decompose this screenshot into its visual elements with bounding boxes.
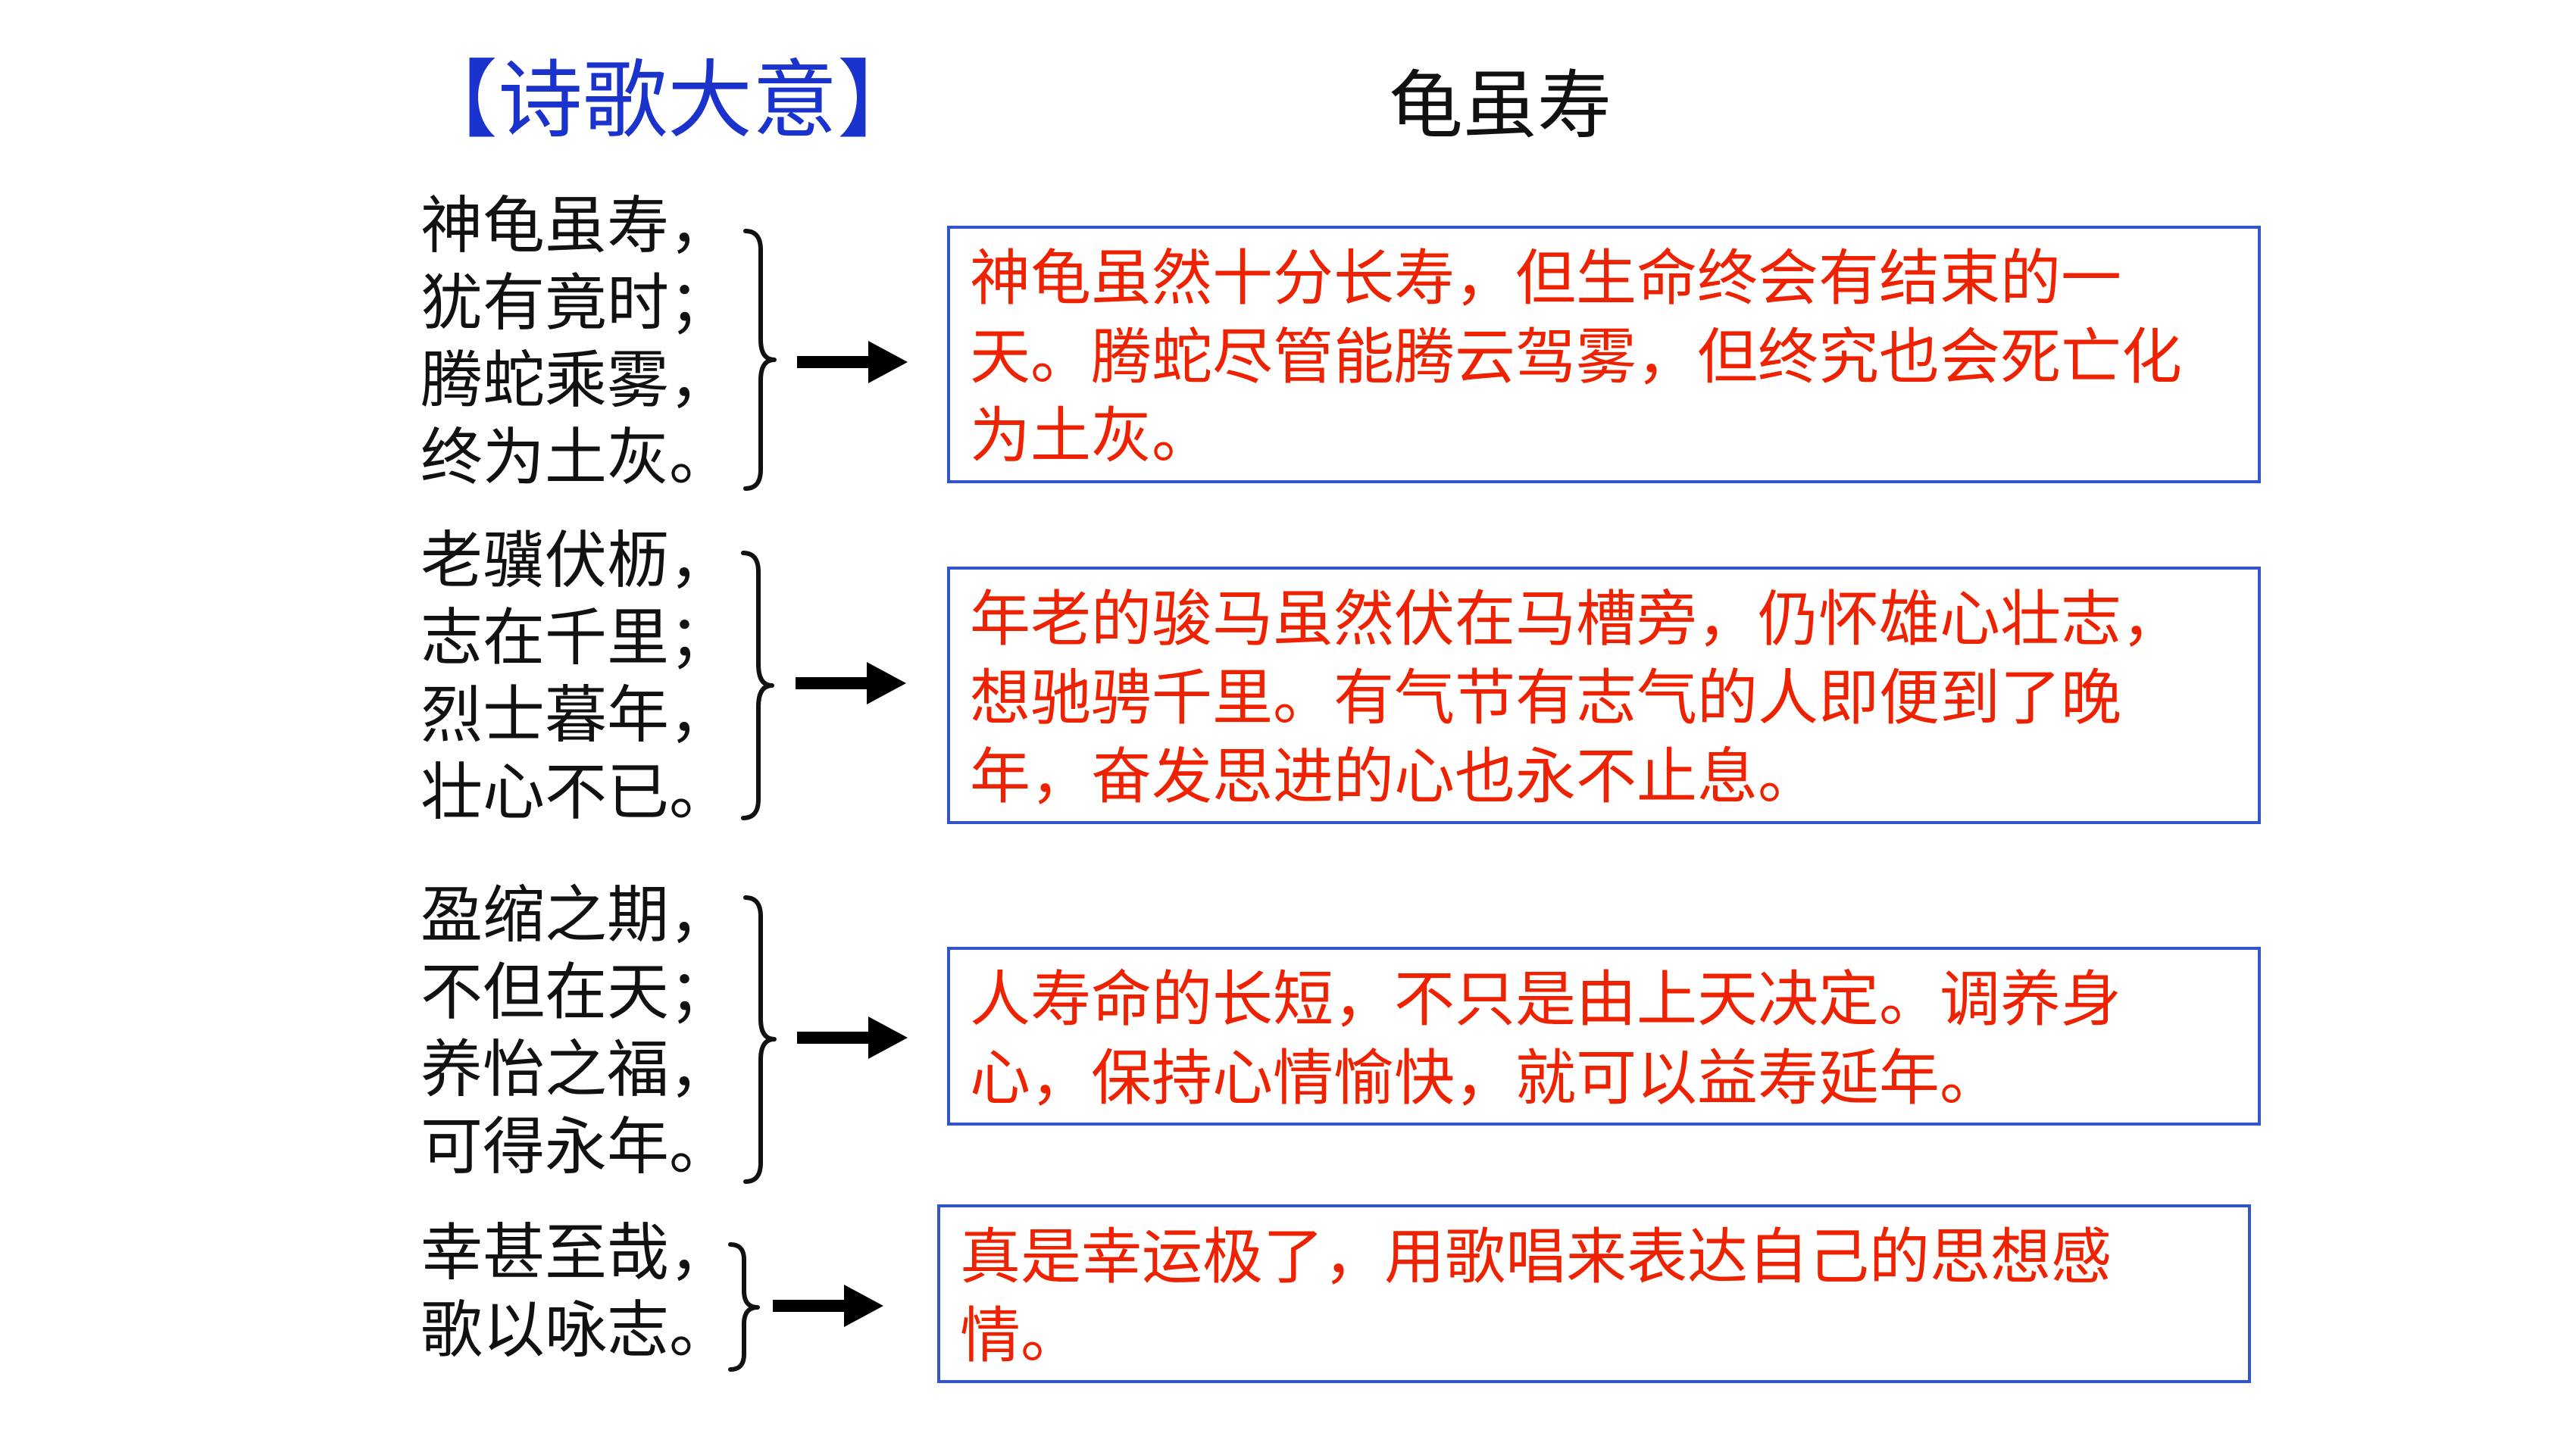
poem-line: 歌以咏志。 bbox=[420, 1294, 732, 1366]
curly-brace-icon bbox=[739, 549, 777, 822]
poem-title: 龟虽寿 bbox=[1388, 63, 1612, 149]
poem-line: 志在千里； bbox=[420, 602, 732, 674]
meaning-text: 神龟虽然十分长寿，但生命终会有结束的一天。腾蛇尽管能腾云驾雾，但终究也会死亡化为… bbox=[970, 243, 2182, 471]
right-arrow-icon bbox=[796, 1015, 909, 1060]
poem-line: 终为土灰。 bbox=[420, 422, 732, 494]
poem-line: 幸甚至哉， bbox=[420, 1217, 732, 1289]
poem-line: 养怡之福， bbox=[420, 1034, 732, 1106]
poem-line: 可得永年。 bbox=[420, 1111, 732, 1183]
meaning-box: 人寿命的长短，不只是由上天决定。调养身心，保持心情愉快，就可以益寿延年。 bbox=[947, 947, 2261, 1126]
curly-brace-icon bbox=[726, 1241, 764, 1373]
poem-line: 老骥伏枥， bbox=[420, 525, 732, 597]
poem-line: 盈缩之期， bbox=[420, 879, 732, 951]
stanza-1-text: 神龟虽寿， 犹有竟时； 腾蛇乘雾， 终为土灰。 bbox=[420, 188, 739, 497]
meaning-text: 真是幸运极了，用歌唱来表达自己的思想感情。 bbox=[960, 1222, 2112, 1371]
meaning-box: 年老的骏马虽然伏在马槽旁，仍怀雄心壮志，想驰骋千里。有气节有志气的人即便到了晚年… bbox=[947, 567, 2261, 824]
meaning-box: 真是幸运极了，用歌唱来表达自己的思想感情。 bbox=[937, 1204, 2251, 1383]
poem-line: 壮心不已。 bbox=[420, 757, 732, 829]
meaning-text: 年老的骏马虽然伏在马槽旁，仍怀雄心壮志，想驰骋千里。有气节有志气的人即便到了晚年… bbox=[970, 584, 2182, 812]
poem-line: 不但在天； bbox=[420, 957, 732, 1029]
curly-brace-icon bbox=[741, 227, 779, 492]
right-arrow-icon bbox=[771, 1283, 885, 1329]
meaning-box: 神龟虽然十分长寿，但生命终会有结束的一天。腾蛇尽管能腾云驾雾，但终究也会死亡化为… bbox=[947, 226, 2261, 483]
meaning-text: 人寿命的长短，不只是由上天决定。调养身心，保持心情愉快，就可以益寿延年。 bbox=[970, 964, 2121, 1113]
stanza-2-text: 老骥伏枥， 志在千里； 烈士暮年， 壮心不已。 bbox=[420, 523, 739, 832]
stanza-3-text: 盈缩之期， 不但在天； 养怡之福， 可得永年。 bbox=[420, 877, 739, 1186]
poem-line: 腾蛇乘雾， bbox=[420, 345, 732, 417]
poem-line: 神龟虽寿， bbox=[420, 190, 732, 262]
right-arrow-icon bbox=[794, 660, 908, 706]
poem-line: 犹有竟时； bbox=[420, 267, 732, 339]
stanza-4-text: 幸甚至哉， 歌以咏志。 bbox=[420, 1215, 739, 1369]
curly-brace-icon bbox=[741, 894, 779, 1185]
section-heading: 【诗歌大意】 bbox=[413, 52, 922, 150]
poem-line: 烈士暮年， bbox=[420, 679, 732, 751]
right-arrow-icon bbox=[796, 339, 909, 385]
